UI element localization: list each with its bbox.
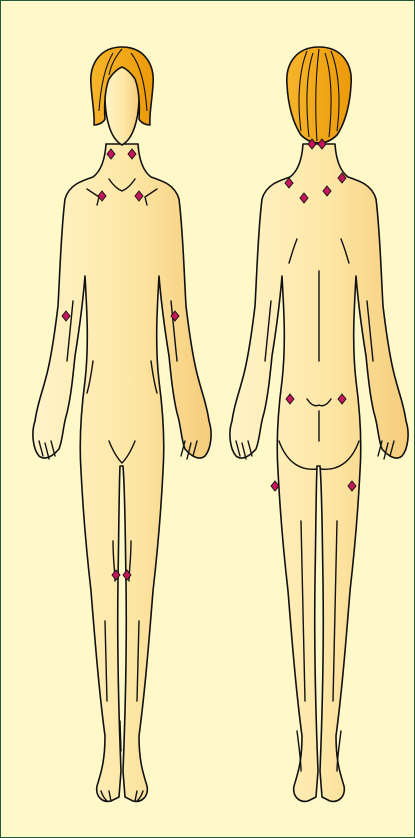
back-body-outline [230,144,408,801]
front-body-outline [33,144,211,801]
back-figure [230,47,408,801]
front-figure [33,47,211,801]
tender-point-diamond-icon [271,481,279,491]
back-hair [287,47,351,143]
